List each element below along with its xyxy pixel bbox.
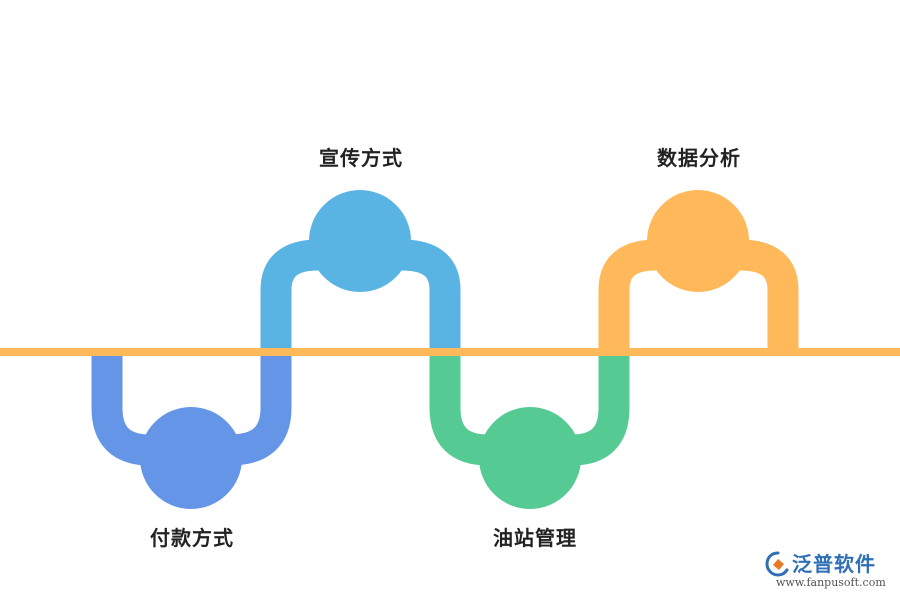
fanpu-logo-icon bbox=[765, 551, 789, 577]
circle-analysis bbox=[647, 190, 749, 292]
circle-promotion bbox=[309, 190, 411, 292]
axis-line bbox=[0, 348, 900, 356]
label-station: 油站管理 bbox=[493, 526, 577, 550]
label-analysis: 数据分析 bbox=[657, 146, 741, 170]
circle-station bbox=[479, 407, 581, 509]
label-promotion: 宣传方式 bbox=[319, 146, 403, 170]
circle-payment bbox=[140, 407, 242, 509]
watermark-brand: 泛普软件 bbox=[792, 552, 876, 576]
watermark: 泛普软件 www.fanpusoft.com bbox=[764, 548, 888, 590]
label-payment: 付款方式 bbox=[150, 526, 234, 550]
watermark-url: www.fanpusoft.com bbox=[776, 576, 886, 589]
